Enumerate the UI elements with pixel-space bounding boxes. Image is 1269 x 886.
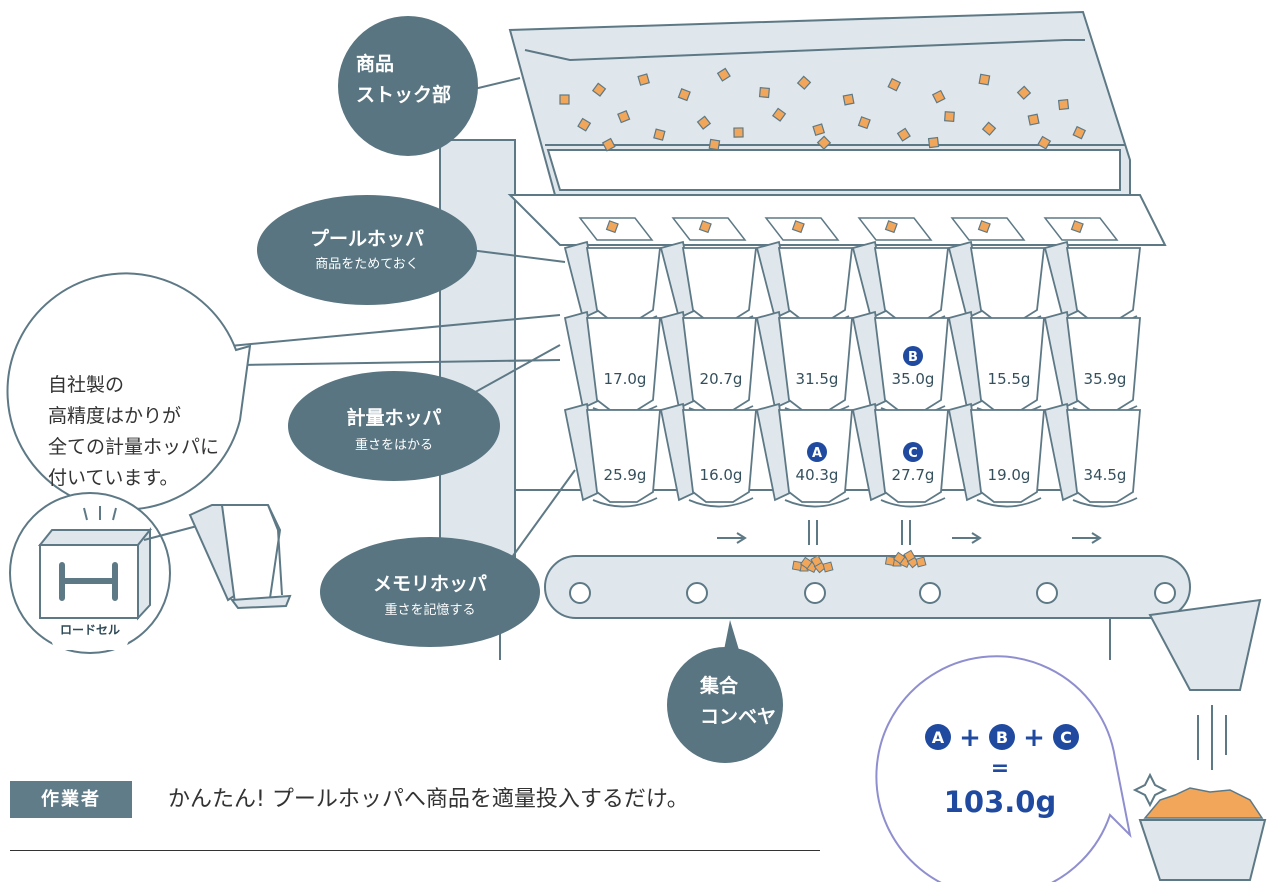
formula-badge-c: [1053, 724, 1079, 750]
loadcell-detail: ロードセル: [9, 492, 223, 654]
label-memory-hopper: メモリホッパ 重さを記憶する: [320, 537, 540, 647]
hopper-weight: 35.0g: [892, 370, 935, 388]
badge-c: [903, 442, 923, 462]
hopper-weight: 19.0g: [988, 466, 1031, 484]
svg-text:ロードセル: ロードセル: [60, 623, 120, 637]
loadcell-hopper: [188, 504, 292, 610]
svg-text:A: A: [812, 446, 822, 461]
svg-text:C: C: [908, 446, 918, 461]
result-total: 103.0g: [944, 785, 1057, 819]
label-conveyor: 集合 コンベヤ: [667, 620, 783, 763]
label-stock: 商品 ストック部: [338, 16, 478, 156]
hopper-weight: 31.5g: [796, 370, 839, 388]
svg-text:商品: 商品: [356, 52, 394, 75]
formula-badge-b: [989, 724, 1015, 750]
footer-divider: [10, 850, 820, 851]
stock-trough: [508, 10, 1131, 196]
label-weigh-hopper: 計量ホッパ 重さをはかる: [288, 371, 500, 481]
svg-text:自社製の: 自社製の: [48, 374, 124, 396]
svg-text:プールホッパ: プールホッパ: [310, 227, 424, 250]
hopper-weight: 15.5g: [988, 370, 1031, 388]
product-bin: [1132, 772, 1267, 881]
hopper-weight: 20.7g: [700, 370, 743, 388]
svg-text:付いています。: 付いています。: [48, 467, 179, 489]
discharge-chute: [1148, 598, 1262, 770]
sparkle-icon: [1132, 772, 1168, 808]
hopper-weight: 27.7g: [892, 466, 935, 484]
label-pool-hopper: プールホッパ 商品をためておく: [257, 195, 477, 305]
badge-b: [903, 346, 923, 366]
svg-text:ストック部: ストック部: [356, 83, 451, 106]
note-bubble: 自社製の 高精度はかりが 全ての計量ホッパに 付いています。: [6, 272, 252, 511]
svg-text:商品をためておく: 商品をためておく: [315, 257, 419, 272]
hopper-weight: 25.9g: [604, 466, 647, 484]
svg-text:高精度はかりが: 高精度はかりが: [48, 405, 181, 427]
frame-left-panel: [439, 139, 516, 601]
svg-text:+: +: [959, 723, 981, 753]
svg-text:=: =: [991, 756, 1009, 781]
hopper-weight: 16.0g: [700, 466, 743, 484]
svg-text:A: A: [932, 728, 945, 747]
hoppers: 17.0g 20.7g 31.5g 35.0g B 15.5g 35.9g 25.9g 16.0…: [563, 240, 1142, 508]
hopper-weight: 35.9g: [1084, 370, 1127, 388]
svg-text:計量ホッパ: 計量ホッパ: [346, 406, 441, 429]
stock-products: [559, 67, 1087, 152]
svg-text:メモリホッパ: メモリホッパ: [373, 573, 487, 595]
svg-text:B: B: [908, 350, 918, 365]
svg-text:集合: 集合: [699, 674, 739, 697]
operator-note: かんたん! プールホッパへ商品を適量投入するだけ。: [168, 787, 689, 812]
conveyor: [544, 520, 1191, 619]
hopper-weight: 40.3g: [796, 466, 839, 484]
svg-text:B: B: [996, 728, 1008, 747]
svg-text:コンベヤ: コンベヤ: [700, 706, 776, 728]
hopper-weight: 34.5g: [1084, 466, 1127, 484]
svg-text:C: C: [1060, 728, 1072, 747]
svg-text:全ての計量ホッパに: 全ての計量ホッパに: [48, 436, 219, 458]
formula-badge-a: [925, 724, 951, 750]
svg-text:+: +: [1023, 723, 1045, 753]
svg-text:重さをはかる: 重さをはかる: [355, 437, 433, 453]
dumbbell-icon: [59, 562, 118, 601]
hopper-weight: 17.0g: [604, 370, 647, 388]
result-bubble: A + B + C = 103.0g: [875, 655, 1132, 886]
operator-tag: 作業者: [10, 781, 132, 818]
badge-a: [807, 442, 827, 462]
svg-text:重さを記憶する: 重さを記憶する: [384, 602, 475, 618]
